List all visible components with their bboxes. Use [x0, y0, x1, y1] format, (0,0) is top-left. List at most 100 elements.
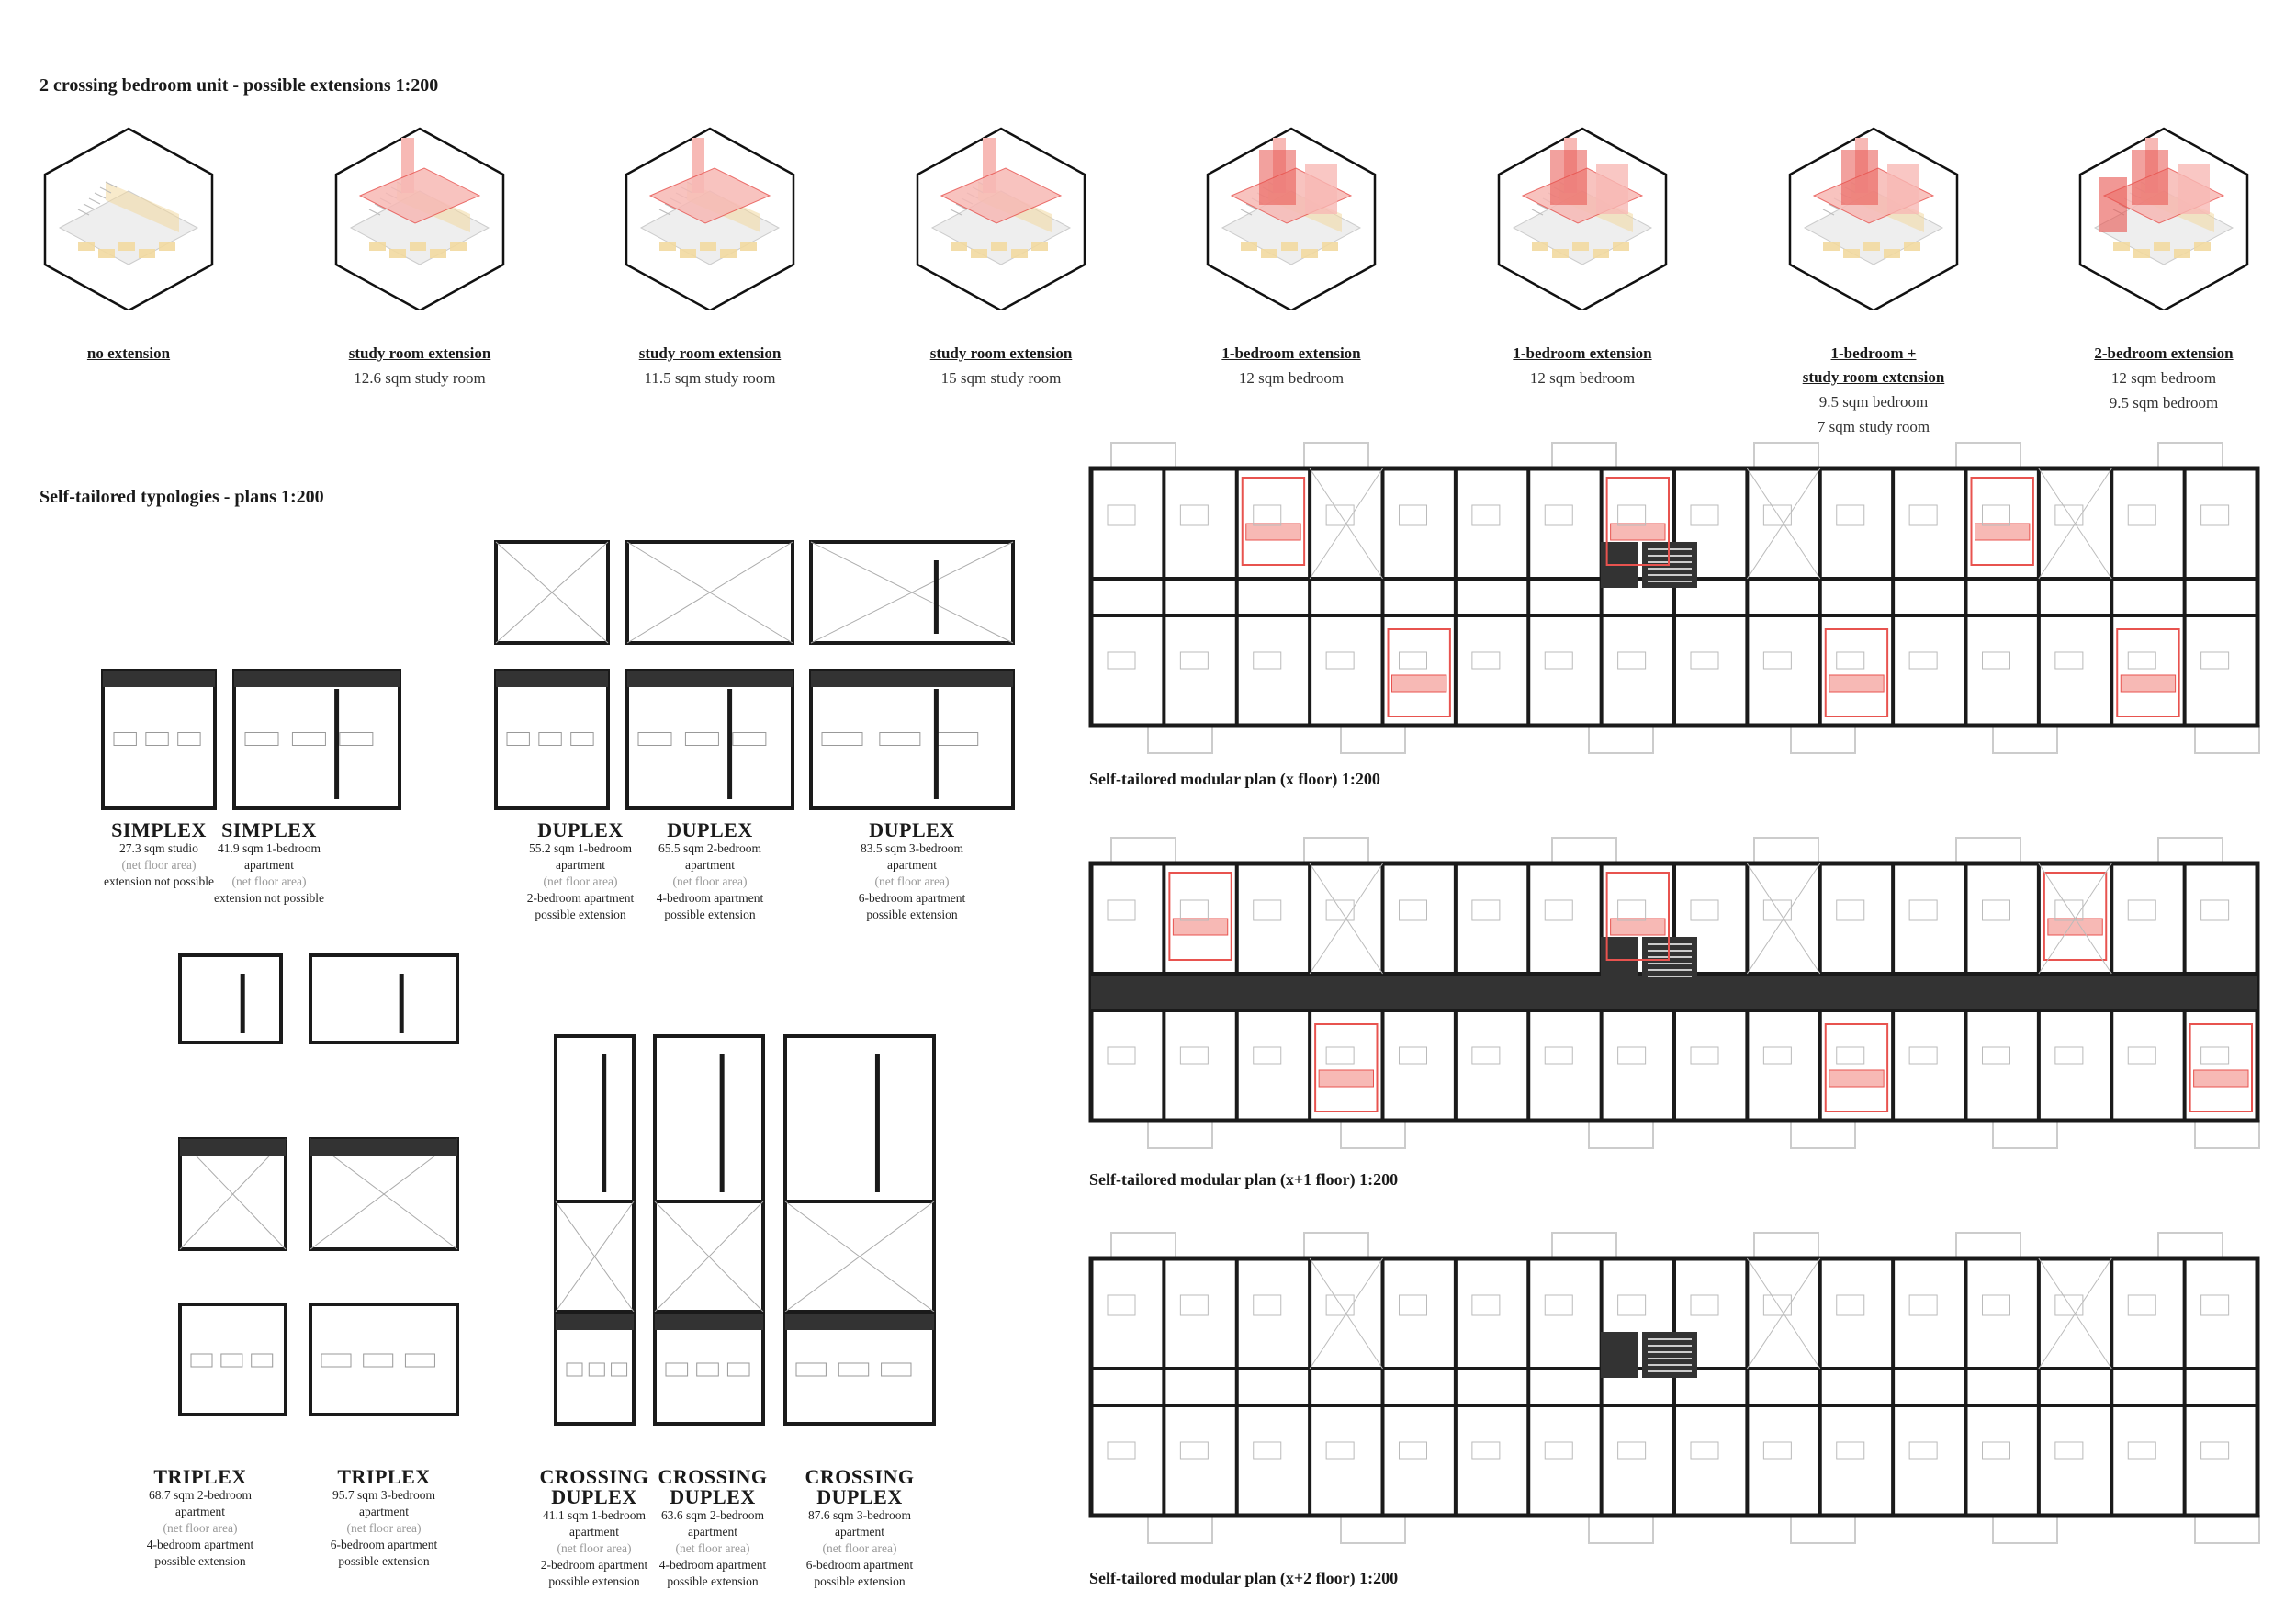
extension-area: 7 sqm study room	[1817, 418, 1930, 435]
typology-l2: (net floor area)	[346, 1521, 422, 1535]
typology-plans	[101, 540, 1015, 1426]
typology-l3: 4-bedroom apartment	[146, 1538, 254, 1551]
extension-area: 12.6 sqm study room	[354, 369, 486, 387]
typology-l1: 27.3 sqm studio	[119, 841, 198, 855]
typology-name: CROSSING	[539, 1465, 649, 1488]
typology-name2: DUPLEX	[551, 1485, 637, 1508]
typology-l1b: apartment	[569, 1525, 619, 1539]
extension-area: 9.5 sqm bedroom	[1818, 393, 1929, 411]
extension-option: 1-bedroom extension 12 sqm bedroom	[1468, 127, 1697, 390]
typology-l4: possible extension	[866, 908, 958, 921]
typology-l1: 68.7 sqm 2-bedroom	[148, 1488, 253, 1502]
typology-l3: 2-bedroom apartment	[540, 1558, 648, 1572]
typology-l1: 41.9 sqm 1-bedroom	[217, 841, 321, 855]
typology-l2: (net floor area)	[874, 874, 950, 888]
extension-axonometric	[1497, 127, 1668, 310]
typology-l3: extension not possible	[104, 874, 214, 888]
floor-plan-caption-x1: Self-tailored modular plan (x+1 floor) 1…	[1089, 1170, 1399, 1189]
typology-l3: 6-bedroom apartment	[330, 1538, 438, 1551]
extension-option: study room extension 12.6 sqm study room	[305, 127, 535, 390]
typology-l4: possible extension	[667, 1574, 759, 1588]
typology-l2: (net floor area)	[557, 1541, 632, 1555]
extension-title: 1-bedroom extension	[1221, 344, 1361, 362]
typology-l4: possible extension	[535, 908, 626, 921]
typology-l4: possible extension	[154, 1554, 246, 1568]
typology-l1: 65.5 sqm 2-bedroom	[658, 841, 762, 855]
extension-title: study room extension	[929, 344, 1073, 362]
typology-l3: 2-bedroom apartment	[526, 891, 635, 905]
floor-plan-caption-x: Self-tailored modular plan (x floor) 1:2…	[1089, 770, 1380, 788]
typology-l1: 95.7 sqm 3-bedroom	[332, 1488, 436, 1502]
extension-axonometric	[916, 127, 1086, 310]
extension-area: 11.5 sqm study room	[644, 369, 776, 387]
typology-l1: 55.2 sqm 1-bedroom	[528, 841, 633, 855]
typology-l4: possible extension	[548, 1574, 640, 1588]
typology-l3: 6-bedroom apartment	[805, 1558, 914, 1572]
typology-l1b: apartment	[175, 1505, 225, 1518]
typology-name: TRIPLEX	[337, 1465, 431, 1488]
modular-floor-plans	[1088, 442, 2260, 1544]
typology-l1: 87.6 sqm 3-bedroom	[807, 1508, 912, 1522]
extension-title: study room extension	[638, 344, 782, 362]
typology-l1: 83.5 sqm 3-bedroom	[860, 841, 964, 855]
typology-l1b: apartment	[556, 858, 605, 872]
typology-l3: extension not possible	[214, 891, 324, 905]
typology-name: DUPLEX	[869, 818, 955, 841]
typology-name: SIMPLEX	[221, 818, 317, 841]
typology-l4: possible extension	[338, 1554, 430, 1568]
typology-name: DUPLEX	[537, 818, 624, 841]
typology-l1b: apartment	[835, 1525, 884, 1539]
typology-l4: possible extension	[664, 908, 756, 921]
extension-title: 1-bedroom +	[1830, 344, 1917, 362]
extension-option: study room extension 11.5 sqm study room	[595, 127, 825, 390]
extension-axonometric	[1206, 127, 1377, 310]
extension-option: study room extension 15 sqm study room	[886, 127, 1116, 390]
extension-axonometric	[625, 127, 795, 310]
extension-title: study room extension	[348, 344, 491, 362]
floor-plan-x2	[1088, 1232, 2260, 1544]
extension-area: 15 sqm study room	[940, 369, 1062, 387]
typology-l3: 6-bedroom apartment	[858, 891, 966, 905]
typology-l1b: apartment	[359, 1505, 409, 1518]
typology-name2: DUPLEX	[816, 1485, 903, 1508]
typology-name2: DUPLEX	[670, 1485, 756, 1508]
extension-option: 1-bedroom extension 12 sqm bedroom	[1176, 127, 1406, 390]
typology-l2: (net floor area)	[822, 1541, 897, 1555]
typology-l1b: apartment	[887, 858, 937, 872]
typology-name: TRIPLEX	[153, 1465, 247, 1488]
typology-l2: (net floor area)	[163, 1521, 238, 1535]
extension-area: 12 sqm bedroom	[1529, 369, 1636, 387]
extensions-heading: 2 crossing bedroom unit - possible exten…	[39, 75, 439, 96]
typology-l2: (net floor area)	[675, 1541, 750, 1555]
typology-l1: 41.1 sqm 1-bedroom	[542, 1508, 647, 1522]
typology-l1b: apartment	[244, 858, 294, 872]
typology-name: CROSSING	[805, 1465, 915, 1488]
typology-l2: (net floor area)	[543, 874, 618, 888]
extension-option: no extension	[14, 127, 243, 366]
floor-plan-caption-x2: Self-tailored modular plan (x+2 floor) 1…	[1089, 1569, 1399, 1587]
typology-l1b: apartment	[685, 858, 735, 872]
typology-l2: (net floor area)	[672, 874, 748, 888]
typology-name: CROSSING	[658, 1465, 768, 1488]
extension-area: 9.5 sqm bedroom	[2109, 394, 2219, 412]
extension-title: 2-bedroom extension	[2094, 344, 2234, 362]
typology-l4: possible extension	[814, 1574, 906, 1588]
extension-title: no extension	[86, 344, 171, 362]
typology-name: DUPLEX	[667, 818, 753, 841]
extension-axonometric	[334, 127, 505, 310]
typology-l3: 4-bedroom apartment	[656, 891, 764, 905]
extension-area: 12 sqm bedroom	[1238, 369, 1345, 387]
extension-axonometric	[2078, 127, 2249, 310]
extension-title: 1-bedroom extension	[1513, 344, 1652, 362]
